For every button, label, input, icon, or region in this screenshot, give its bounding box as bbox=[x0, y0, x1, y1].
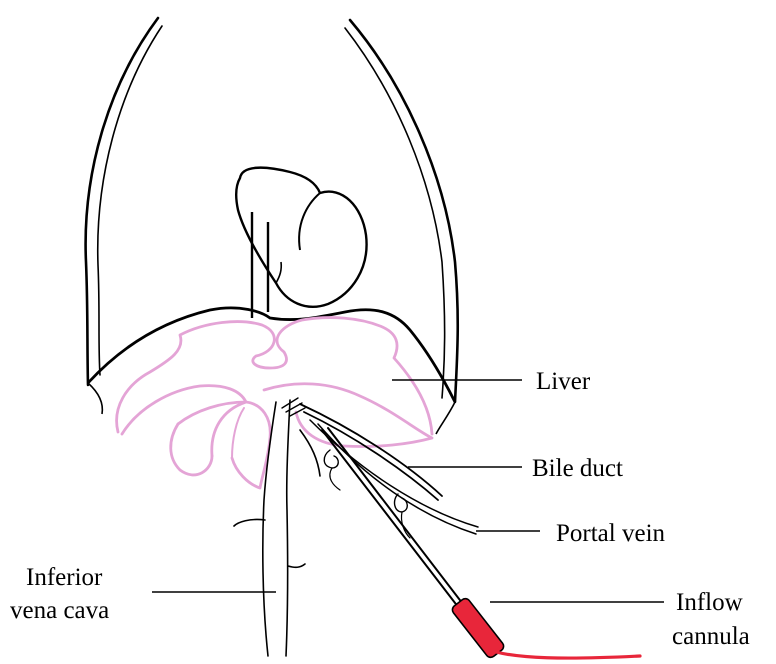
ivc-right-wall bbox=[286, 400, 290, 656]
ivc-upper-branch bbox=[300, 430, 320, 476]
leader-lines bbox=[152, 380, 664, 602]
label-ivc-line2: vena cava bbox=[10, 597, 109, 624]
labels: Liver Bile duct Portal vein Inferior ven… bbox=[10, 368, 750, 650]
lobe-middle-1 bbox=[171, 424, 212, 475]
cannula-tubing bbox=[496, 652, 640, 658]
bile-duct-lower bbox=[304, 412, 438, 500]
hilar-vessels bbox=[282, 398, 478, 538]
label-ivc-line1: Inferior bbox=[26, 564, 103, 591]
suture-tail-1 bbox=[330, 468, 340, 490]
liver-left-corner bbox=[88, 383, 102, 414]
label-inflow-line2: cannula bbox=[672, 623, 750, 650]
liver-outline bbox=[88, 308, 455, 434]
label-liver: Liver bbox=[536, 368, 591, 395]
left-rib-wall-outer bbox=[86, 18, 158, 385]
label-inflow-line1: Inflow bbox=[676, 589, 743, 616]
cannula-shaft-2 bbox=[328, 428, 466, 608]
lobe-left-lower bbox=[122, 386, 246, 434]
heart-outline bbox=[236, 168, 366, 307]
cannula-hub bbox=[450, 597, 505, 660]
heart-inner-curve bbox=[276, 262, 281, 283]
ivc-branch-right bbox=[288, 564, 305, 567]
right-rib-wall-outer bbox=[350, 20, 458, 402]
liver-lobes bbox=[117, 318, 432, 488]
label-portal-vein: Portal vein bbox=[556, 520, 666, 547]
suture-loop-1 bbox=[324, 450, 338, 468]
left-rib-wall-inner bbox=[98, 26, 162, 375]
label-bile-duct: Bile duct bbox=[532, 455, 623, 482]
inferior-vena-cava bbox=[234, 400, 320, 656]
heart bbox=[236, 168, 366, 318]
liver-right-corner bbox=[436, 402, 455, 434]
ivc-branch-left bbox=[234, 519, 265, 526]
lobe-inner-crease bbox=[232, 408, 244, 458]
heart-atrium-line bbox=[299, 193, 320, 250]
